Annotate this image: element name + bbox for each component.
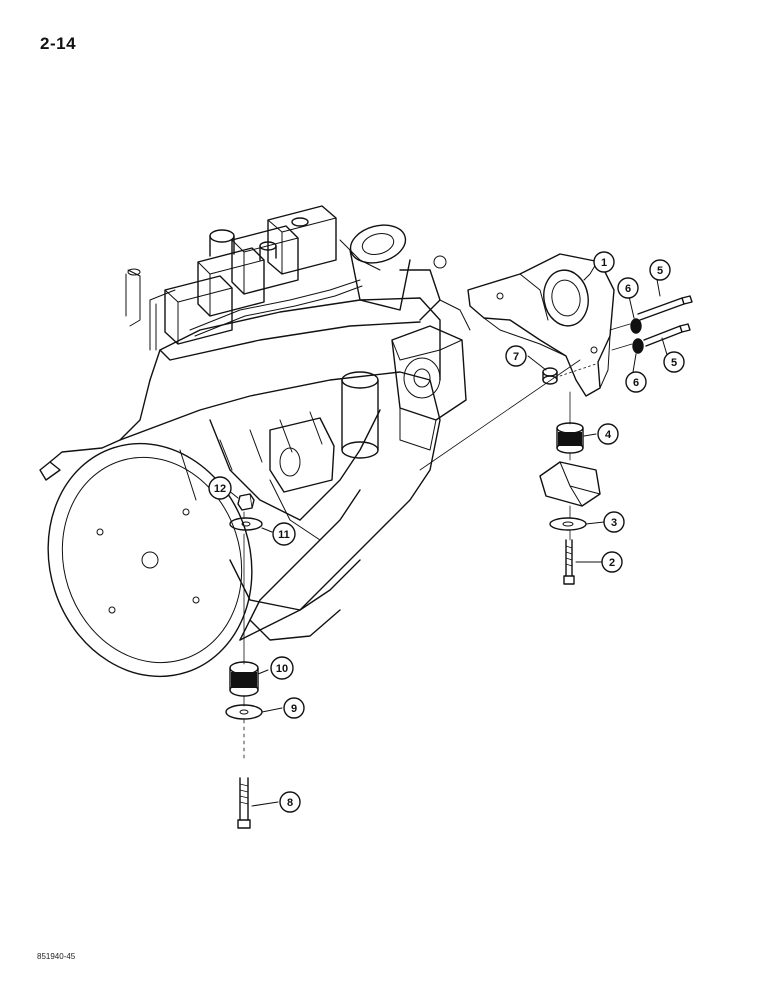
svg-text:3: 3 [611,517,617,529]
svg-text:9: 9 [291,703,297,715]
engine-assembly [39,205,471,678]
injection-pump [391,299,471,451]
washer-rear [549,517,587,531]
svg-text:1: 1 [601,257,607,269]
callout-1: 1 [593,251,615,273]
bolt-lower [643,323,691,347]
bolt-upper [637,295,693,321]
callout-8: 8 [279,791,301,813]
svg-text:8: 8 [287,797,293,809]
svg-text:2: 2 [609,557,615,569]
svg-text:11: 11 [278,529,290,541]
starter-motor [269,417,335,493]
washer-front-lower [225,704,263,720]
washer-upper [630,318,642,334]
engine-mount-bracket [467,253,615,397]
svg-text:5: 5 [657,265,663,277]
rubber-mount-upper [556,422,584,454]
washer-front-upper [229,517,263,531]
oil-filter [341,371,379,459]
callout-2: 2 [601,551,623,573]
fuel-lines [125,239,381,351]
callout-12: 12 [208,476,232,500]
callout-3: 3 [603,511,625,533]
assembly-centerlines [243,323,633,761]
svg-text:12: 12 [214,483,226,495]
engine-block [119,297,441,641]
bolt-rear [563,539,575,585]
support-bracket [539,461,601,507]
spacer [542,367,558,385]
svg-text:7: 7 [513,351,519,363]
svg-text:6: 6 [625,283,631,295]
callout-9: 9 [283,697,305,719]
svg-text:4: 4 [605,429,612,441]
svg-text:6: 6 [633,377,639,389]
front-pulley-housing [349,224,447,321]
page-number: 2-14 [40,34,77,53]
svg-text:5: 5 [671,357,677,369]
washer-lower [632,338,644,354]
rubber-mount-lower [229,661,259,697]
callout-4: 4 [597,423,619,445]
callout-11: 11 [272,522,296,546]
nut-front [237,493,255,511]
bolt-front [237,777,251,829]
figure-code: 851940-45 [37,952,76,961]
svg-text:10: 10 [276,663,288,675]
callout-5-lower: 5 [663,351,685,373]
callout-10: 10 [270,656,294,680]
callout-6-lower: 6 [625,371,647,393]
rocker-covers [164,205,337,345]
transmission-bell-housing [39,439,253,678]
callout-leaders [227,263,669,807]
callout-6-upper: 6 [617,277,639,299]
callout-5-upper: 5 [649,259,671,281]
callout-7: 7 [505,345,527,367]
